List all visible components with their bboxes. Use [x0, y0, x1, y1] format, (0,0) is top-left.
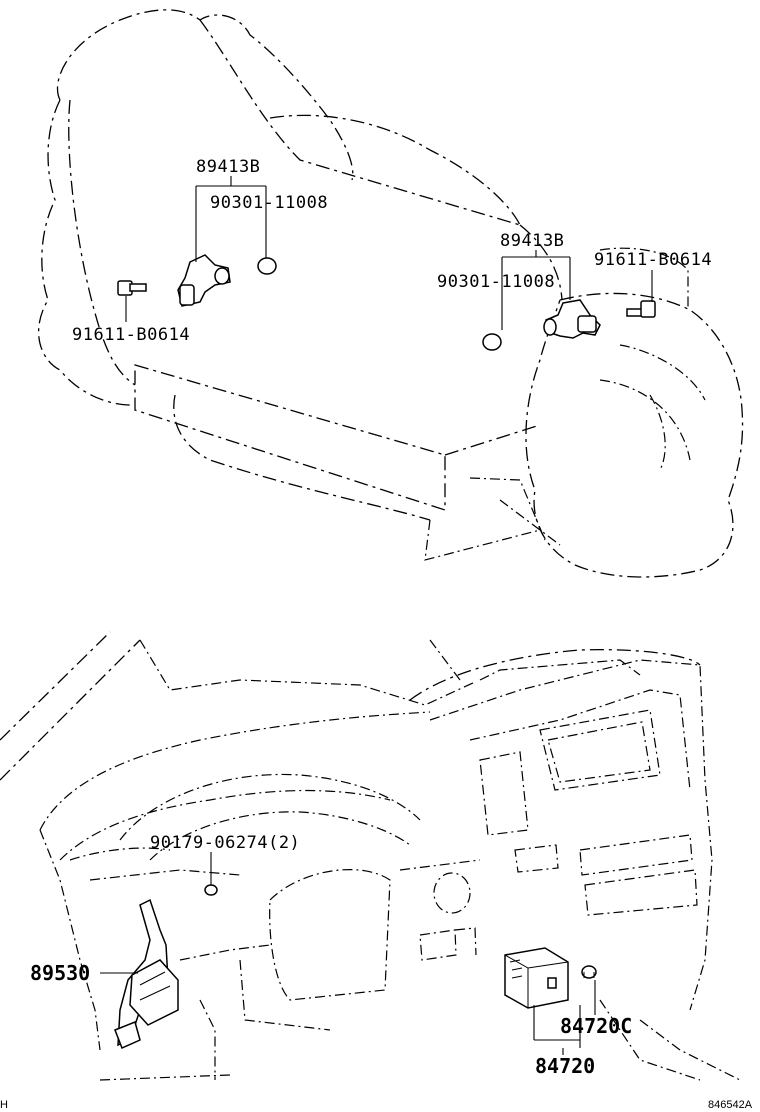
label-89413b-a: 89413B [196, 157, 260, 177]
computer-89530 [114, 898, 179, 1050]
label-91611-b0614-b: 91611-B0614 [594, 250, 712, 270]
label-90301-11008-a: 90301-11008 [210, 193, 328, 213]
leader-lines-bottom [100, 852, 596, 1055]
switch-84720 [504, 947, 569, 1009]
o-ring-a [257, 257, 277, 275]
clip-84720c [581, 965, 597, 979]
speed-sensor-a [177, 254, 231, 307]
label-89413b-b: 89413B [500, 231, 564, 251]
label-90301-11008-b: 90301-11008 [437, 272, 555, 292]
label-90179-06274: 90179-06274(2) [150, 833, 300, 853]
transmission-illustration [38, 9, 744, 578]
drawing-number: 846542A [708, 1099, 753, 1111]
speed-sensor-b [543, 299, 601, 339]
label-84720: 84720 [535, 1054, 595, 1078]
bolt-a [117, 280, 147, 296]
label-89530: 89530 [30, 961, 90, 985]
label-84720c: 84720C [560, 1014, 632, 1038]
corner-mark: H [0, 1099, 8, 1111]
clip-90179 [204, 884, 218, 896]
leader-lines-top [125, 176, 653, 330]
label-91611-b0614-a: 91611-B0614 [72, 325, 190, 345]
o-ring-b [482, 333, 502, 351]
dashboard-illustration [0, 631, 741, 1081]
bolt-b [626, 300, 656, 318]
